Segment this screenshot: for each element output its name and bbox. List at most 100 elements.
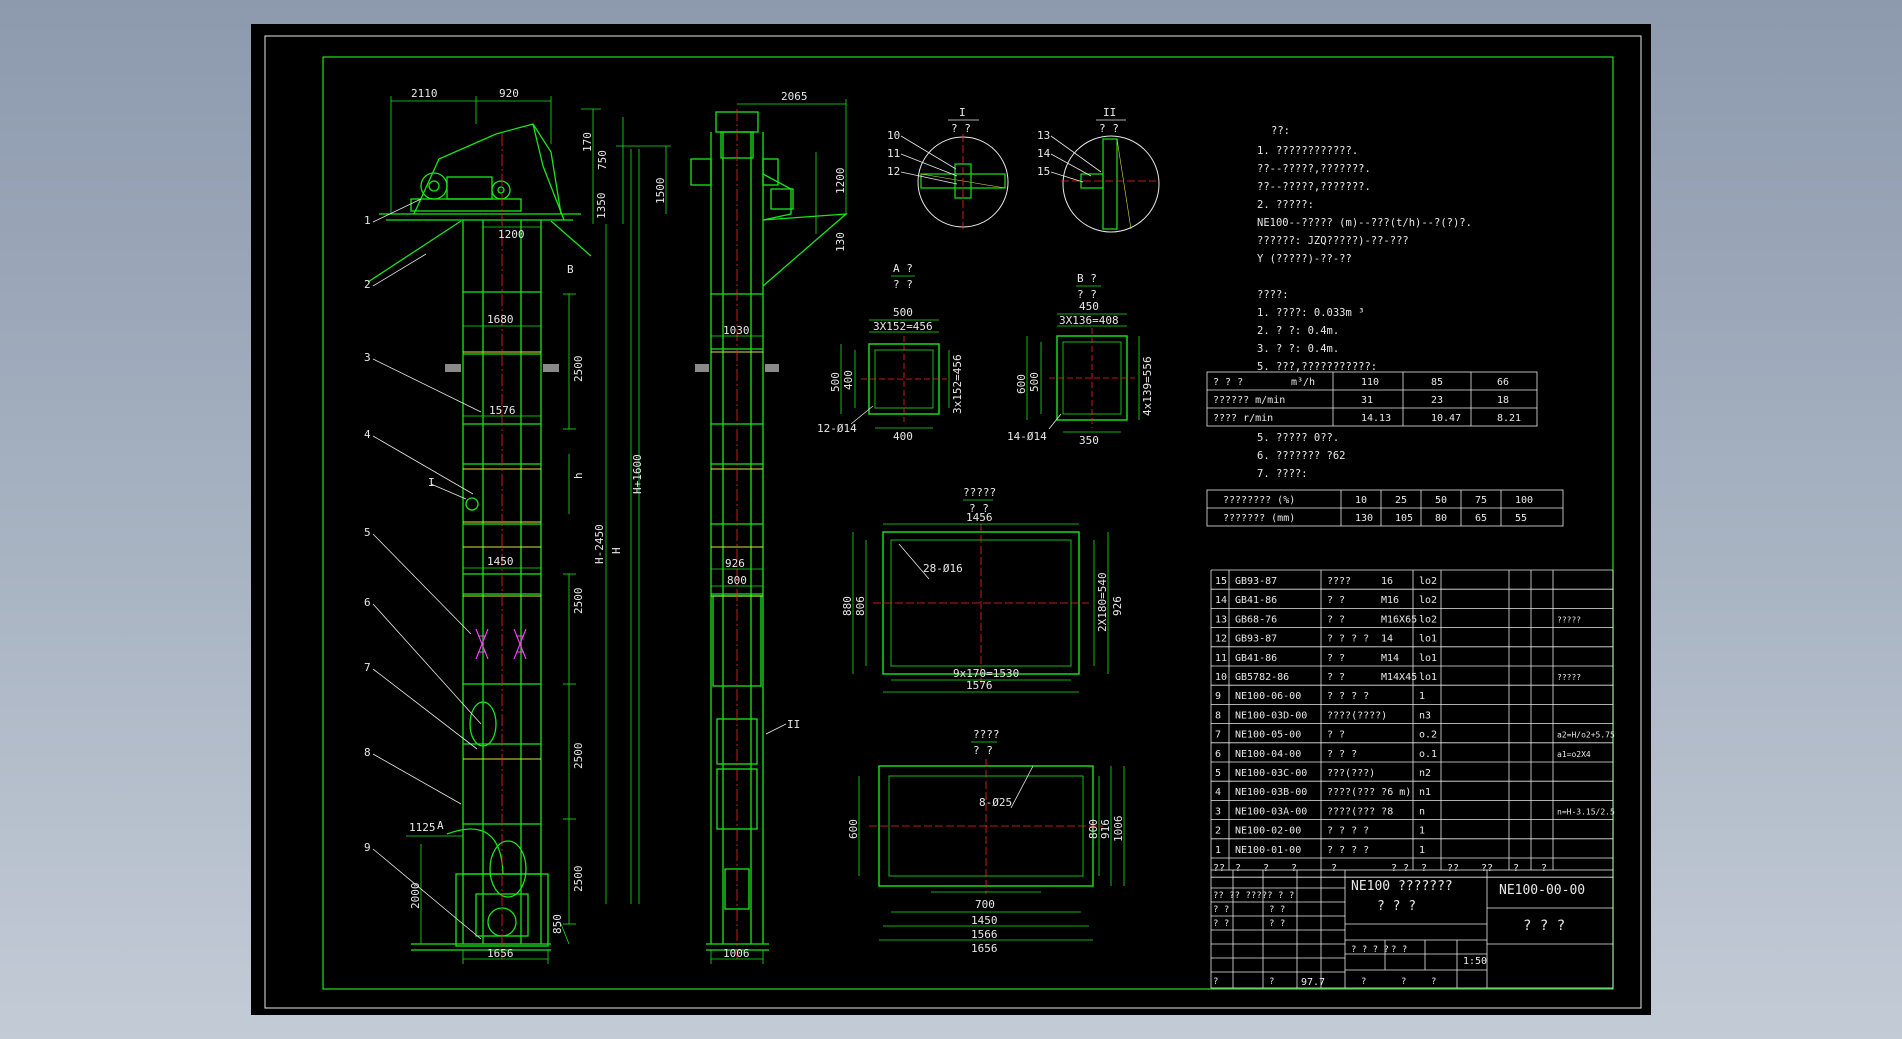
callout-9: 9 — [364, 841, 371, 854]
table-cell: 65 — [1475, 513, 1487, 524]
inner-border — [322, 56, 1614, 990]
bom-cell: ???(???) — [1327, 768, 1375, 779]
bom-cell: 1 — [1419, 845, 1425, 856]
bom-cell: NE100-02-00 — [1235, 826, 1301, 837]
title-block-cell: ?? ?? ????? ? ? — [1213, 891, 1294, 901]
note-line: 6. ??????? ?62 — [1257, 450, 1346, 462]
note-line: ????: — [1257, 289, 1289, 301]
flange-top-holes: 28-Ø16 — [923, 562, 963, 575]
bom-cell: GB93-87 — [1235, 576, 1277, 587]
bom-cell: 5 — [1215, 768, 1221, 779]
detail-II-sub: ? ? — [1099, 122, 1119, 135]
bom-cell: ? ? — [1327, 730, 1345, 741]
bom-cell: GB41-86 — [1235, 595, 1277, 606]
detail-II-label-15: 15 — [1037, 165, 1050, 178]
bom-cell: 1 — [1215, 845, 1221, 856]
note-line: 1. ????: 0.033m ³ — [1257, 307, 1364, 319]
section-A-dv3x152: 3x152=456 — [951, 354, 964, 414]
bom-cell: ? ? ? ? — [1327, 691, 1369, 702]
dim-v2500a: 2500 — [572, 356, 585, 383]
side-dim-w800: 800 — [727, 574, 747, 587]
dim-w1125: 1125 — [409, 821, 436, 834]
bom-cell: n2 — [1419, 768, 1431, 779]
flange-top-view: ????? ? ? 1456 28-Ø16 9x170=1530 1576 88… — [841, 486, 1124, 693]
scale: 1:50 — [1463, 956, 1487, 967]
title-name-2: ? ? ? — [1377, 899, 1416, 914]
dim-v2000: 2000 — [409, 883, 422, 910]
table-cell: ? ? ? — [1213, 377, 1243, 388]
callout-6: 6 — [364, 596, 371, 609]
section-B-dv4x139: 4x139=556 — [1141, 356, 1154, 416]
bom-cell: a2=H/o2+5.75 — [1557, 731, 1615, 740]
bom-header-cell: ? — [1291, 863, 1297, 874]
flange-bottom-d700: 700 — [975, 898, 995, 911]
bom-header-cell: ? ? — [1391, 863, 1409, 874]
bom-cell: ????(??? ?6 m) — [1327, 787, 1411, 798]
flange-top-sub: ? ? — [969, 502, 989, 515]
bom-cell: 7 — [1215, 730, 1221, 741]
dim-top-left: 2110 — [411, 87, 438, 100]
title-block-cell: ? ? — [1269, 905, 1285, 915]
bom-cell: 4 — [1215, 787, 1221, 798]
section-B-dv500: 500 — [1028, 372, 1041, 392]
flange-top-d1576: 1576 — [966, 679, 993, 692]
flange-bottom-holes: 8-Ø25 — [979, 796, 1012, 809]
bom-header-cell: ? — [1541, 863, 1547, 874]
section-B-d350: 350 — [1079, 434, 1099, 447]
bom-cell: n=H-3.15/2.5 — [1557, 807, 1615, 816]
section-A-dv400: 400 — [842, 370, 855, 390]
bom-cell: ????(????) — [1327, 710, 1387, 721]
flange-top-d9x170: 9x170=1530 — [953, 667, 1019, 680]
section-B-title: B ? — [1077, 272, 1097, 285]
bom-cell: ????? — [1557, 673, 1581, 682]
title-block-cell: ? ? — [1391, 945, 1407, 955]
section-A: A ? ? ? 500 3X152=456 400 500 400 3x152=… — [817, 262, 964, 443]
note-line: ??????: JZQ?????)-??-??? — [1257, 235, 1409, 247]
detail-II-label-13: 13 — [1037, 129, 1050, 142]
outer-border — [264, 35, 1642, 1009]
bom-cell: GB93-87 — [1235, 634, 1277, 645]
table-cell: 8.21 — [1497, 413, 1521, 424]
table-cell: 10.47 — [1431, 413, 1461, 424]
bom-cell: NE100-01-00 — [1235, 845, 1301, 856]
table-cell: 31 — [1361, 395, 1373, 406]
section-B-holes: 14-Ø14 — [1007, 430, 1047, 443]
bom-cell: M14X45 — [1381, 672, 1417, 683]
side-view: 2065 1200 130 1030 926 800 1006 II — [690, 90, 848, 964]
bom-cell: 1 — [1419, 826, 1425, 837]
bom-cell: M16 — [1381, 595, 1399, 606]
dim-w1200: 1200 — [498, 228, 525, 241]
side-dim-r130: 130 — [834, 232, 847, 252]
detail-I-title: I — [959, 106, 966, 119]
section-B: B ? ? ? 450 3X136=408 350 600 500 4x139=… — [1007, 272, 1154, 447]
table-cell: 110 — [1361, 377, 1379, 388]
bom-cell: n — [1419, 806, 1425, 817]
flange-top-d1456: 1456 — [966, 511, 993, 524]
callout-2: 2 — [364, 278, 371, 291]
bom-cell: lo2 — [1419, 595, 1437, 606]
note-line: 5. ???,???????????: — [1257, 361, 1377, 373]
bom-header-cell: ? — [1421, 863, 1427, 874]
table-cell: ???????? (%) — [1223, 495, 1295, 506]
section-A-sub: ? ? — [893, 278, 913, 291]
callout-8: 8 — [364, 746, 371, 759]
dim-top-right: 920 — [499, 87, 519, 100]
bom-header-cell: ? — [1331, 863, 1337, 874]
note-line: Y (?????)-??-?? — [1257, 253, 1352, 265]
section-B-sub: ? ? — [1077, 288, 1097, 301]
table-cell: 105 — [1395, 513, 1413, 524]
flange-bottom-dv916: 916 — [1099, 819, 1112, 839]
dim-w1656: 1656 — [487, 947, 514, 960]
note-line: 3. ? ?: 0.4m. — [1257, 343, 1339, 355]
callout-1: 1 — [364, 214, 371, 227]
table-cell: 80 — [1435, 513, 1447, 524]
flange-bottom-d1450: 1450 — [971, 914, 998, 927]
dim-v850: 850 — [551, 914, 564, 934]
bom-cell: ? ? ? — [1327, 749, 1357, 760]
bom-cell: lo1 — [1419, 634, 1437, 645]
detail-I-label-10: 10 — [887, 129, 900, 142]
dim-r170: 170 — [581, 132, 594, 152]
mark-II: II — [787, 718, 800, 731]
bom-cell: ? ? ? ? — [1327, 826, 1369, 837]
